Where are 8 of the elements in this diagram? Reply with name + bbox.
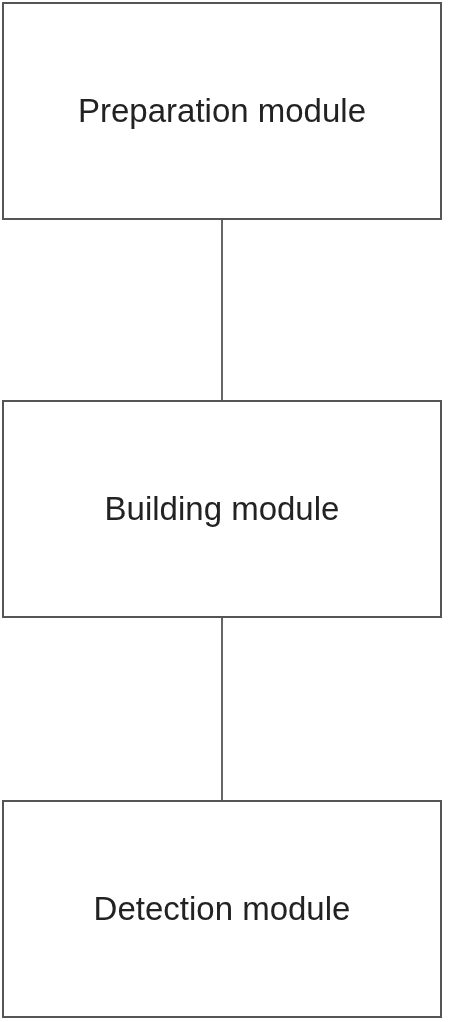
connector-line: [221, 617, 223, 801]
module-box: [2, 2, 442, 220]
module-label: Detection module: [93, 889, 351, 930]
connector-line: [221, 219, 223, 401]
module-box: [2, 400, 442, 618]
module-label: Preparation module: [78, 91, 366, 132]
module-label: Building module: [104, 489, 340, 530]
module-box: [2, 800, 442, 1018]
